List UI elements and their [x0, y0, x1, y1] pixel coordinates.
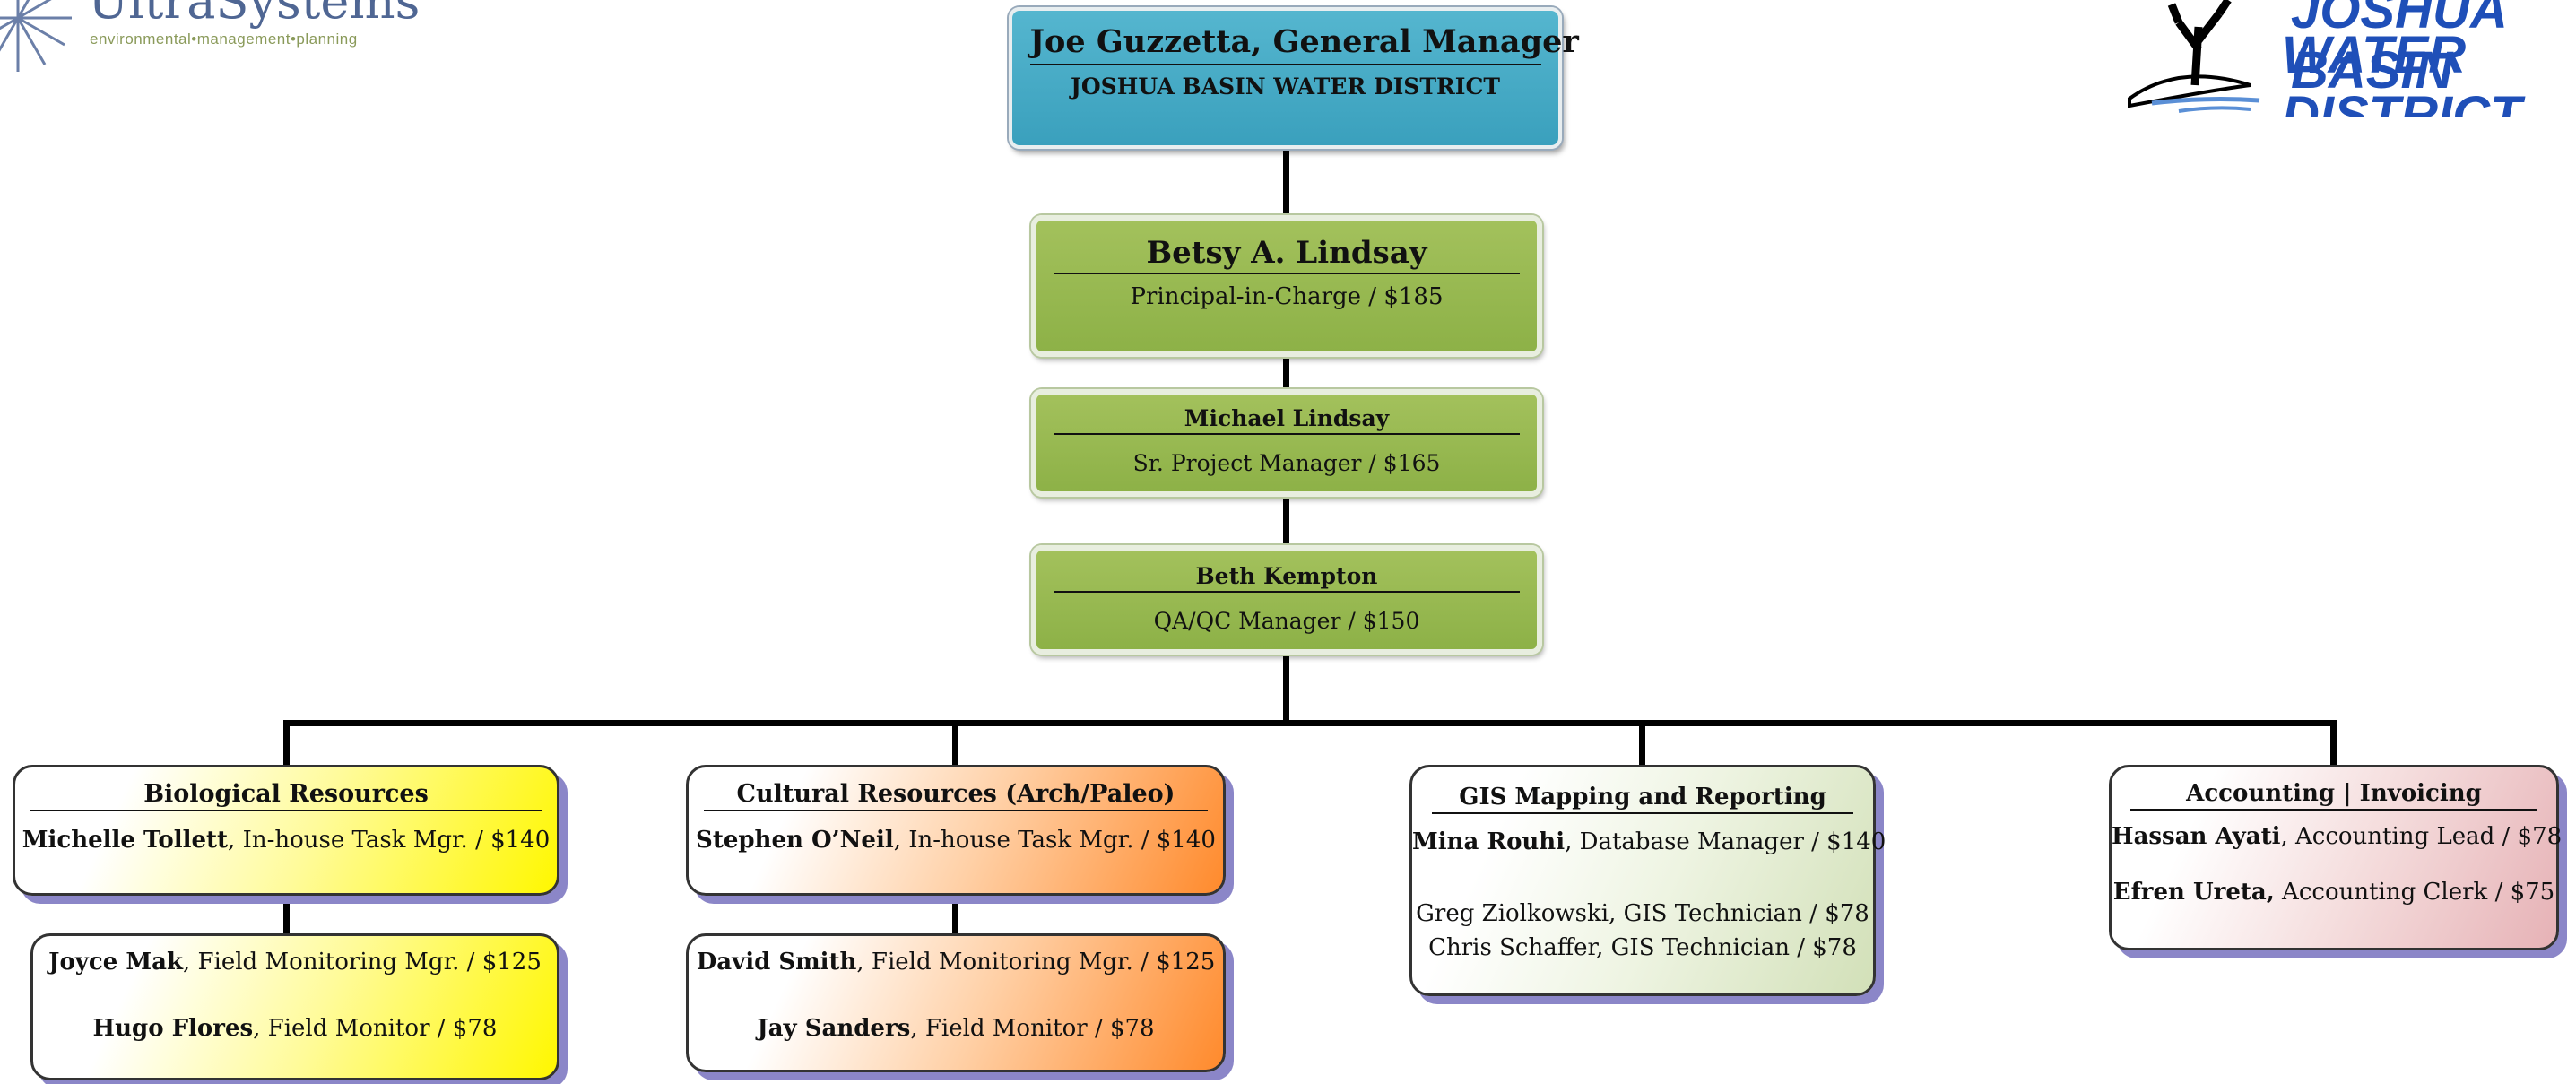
- bio-sub1-name: Joyce Mak: [48, 949, 183, 976]
- cultural-sub2-role: , Field Monitor / $78: [910, 1015, 1155, 1042]
- bio-sub2-role: , Field Monitor / $78: [253, 1015, 498, 1042]
- connector: [283, 896, 290, 933]
- gis-line2: Greg Ziolkowski, GIS Technician / $78: [1416, 900, 1869, 927]
- qaqc-name: Beth Kempton: [1036, 563, 1537, 593]
- cultural-lead-role: , In-house Task Mgr. / $140: [893, 827, 1216, 854]
- bio-sub2-name: Hugo Flores: [92, 1015, 254, 1042]
- connector: [952, 720, 958, 765]
- qaqc-role: QA/QC Manager / $150: [1153, 608, 1420, 634]
- pm-name-text: Michael Lindsay: [1054, 405, 1520, 435]
- gm-org: JOSHUA BASIN WATER DISTRICT: [1071, 74, 1500, 100]
- gis-mapping-box: GIS Mapping and Reporting Mina Rouhi, Da…: [1409, 765, 1886, 996]
- joshua-tree-icon: [2128, 0, 2260, 113]
- general-manager-box: Joe Guzzetta, General Manager JOSHUA BAS…: [1009, 7, 1579, 149]
- connector: [1283, 655, 1289, 723]
- connector: [1283, 149, 1289, 215]
- bio-sub2: Hugo Flores, Field Monitor / $78: [33, 1015, 557, 1042]
- cultural-sub1: David Smith, Field Monitoring Mgr. / $12…: [689, 949, 1223, 976]
- gis-title-text: GIS Mapping and Reporting: [1432, 784, 1853, 814]
- cultural-sub1-role: , Field Monitoring Mgr. / $125: [856, 949, 1216, 976]
- accounting-title-text: Accounting | Invoicing: [2130, 780, 2537, 811]
- pm-name: Michael Lindsay: [1036, 405, 1537, 435]
- cultural-sub2: Jay Sanders, Field Monitor / $78: [689, 1015, 1223, 1042]
- bio-lead-role: , In-house Task Mgr. / $140: [228, 827, 551, 854]
- logo-line1: JOSHUA BASIN: [2291, 0, 2506, 100]
- cultural-sub2-name: Jay Sanders: [757, 1015, 911, 1042]
- connector: [1283, 357, 1289, 391]
- connector: [1639, 720, 1645, 765]
- accounting-lead: Hassan Ayati, Accounting Lead / $78: [2112, 823, 2562, 850]
- logo-name: UltraSystems: [88, 0, 421, 30]
- gis-lead: Mina Rouhi, Database Manager / $140: [1412, 828, 1886, 855]
- accounting-sub-role: Accounting Clerk / $75: [2274, 879, 2555, 906]
- gis-lead-role: , Database Manager / $140: [1565, 828, 1886, 855]
- accounting-title: Accounting | Invoicing: [2112, 780, 2556, 811]
- principal-box: Betsy A. Lindsay Principal-in-Charge / $…: [1031, 215, 1542, 357]
- accounting-lead-name: Hassan Ayati: [2112, 823, 2281, 850]
- biological-field-box: Joyce Mak, Field Monitoring Mgr. / $125 …: [30, 933, 559, 1080]
- logo-line2: WATER DISTRICT: [2282, 26, 2522, 117]
- logo-tagline: environmental•management•planning: [90, 30, 358, 48]
- qaqc-manager-box: Beth Kempton QA/QC Manager / $150: [1031, 545, 1542, 655]
- gm-name-text: Joe Guzzetta, General Manager: [1029, 23, 1579, 65]
- cultural-title: Cultural Resources (Arch/Paleo): [689, 780, 1223, 811]
- qaqc-name-text: Beth Kempton: [1054, 563, 1520, 593]
- accounting-sub-name: Efren Ureta,: [2112, 879, 2275, 906]
- gm-name: Joe Guzzetta, General Manager: [1012, 23, 1579, 65]
- ultrasystems-logo: UltraSystems environmental•management•pl…: [0, 0, 420, 72]
- bio-lead: Michelle Tollett, In-house Task Mgr. / $…: [15, 827, 557, 854]
- cultural-title-text: Cultural Resources (Arch/Paleo): [704, 780, 1208, 811]
- bio-sub1: Joyce Mak, Field Monitoring Mgr. / $125: [33, 949, 557, 976]
- cultural-lead-name: Stephen O’Neil: [696, 827, 894, 854]
- connector: [2330, 720, 2337, 765]
- bio-title: Biological Resources: [15, 780, 557, 811]
- connector: [952, 896, 958, 933]
- pm-role: Sr. Project Manager / $165: [1132, 450, 1441, 476]
- biological-resources-box: Biological Resources Michelle Tollett, I…: [13, 765, 559, 896]
- accounting-lead-role: , Accounting Lead / $78: [2280, 823, 2563, 850]
- principal-name: Betsy A. Lindsay: [1036, 235, 1537, 274]
- gis-title: GIS Mapping and Reporting: [1412, 784, 1873, 814]
- cultural-field-box: David Smith, Field Monitoring Mgr. / $12…: [686, 933, 1226, 1072]
- jbwd-logo: JOSHUA BASIN WATER DISTRICT: [2125, 0, 2576, 117]
- gis-lead-name: Mina Rouhi: [1412, 828, 1566, 855]
- connector: [283, 720, 2337, 726]
- bio-lead-name: Michelle Tollett: [22, 827, 229, 854]
- connector: [1283, 495, 1289, 545]
- sunburst-icon: [0, 0, 72, 72]
- cultural-sub1-name: David Smith: [696, 949, 857, 976]
- bio-title-text: Biological Resources: [30, 780, 542, 811]
- cultural-lead: Stephen O’Neil, In-house Task Mgr. / $14…: [689, 827, 1223, 854]
- project-manager-box: Michael Lindsay Sr. Project Manager / $1…: [1031, 389, 1542, 497]
- gis-line3: Chris Schaffer, GIS Technician / $78: [1428, 934, 1857, 961]
- principal-name-text: Betsy A. Lindsay: [1054, 235, 1520, 274]
- bio-sub1-role: , Field Monitoring Mgr. / $125: [182, 949, 542, 976]
- connector: [283, 720, 290, 765]
- accounting-box: Accounting | Invoicing Hassan Ayati, Acc…: [2109, 765, 2562, 950]
- principal-role: Principal-in-Charge / $185: [1130, 283, 1444, 310]
- cultural-resources-box: Cultural Resources (Arch/Paleo) Stephen …: [686, 765, 1226, 896]
- accounting-sub: Efren Ureta, Accounting Clerk / $75: [2112, 879, 2556, 906]
